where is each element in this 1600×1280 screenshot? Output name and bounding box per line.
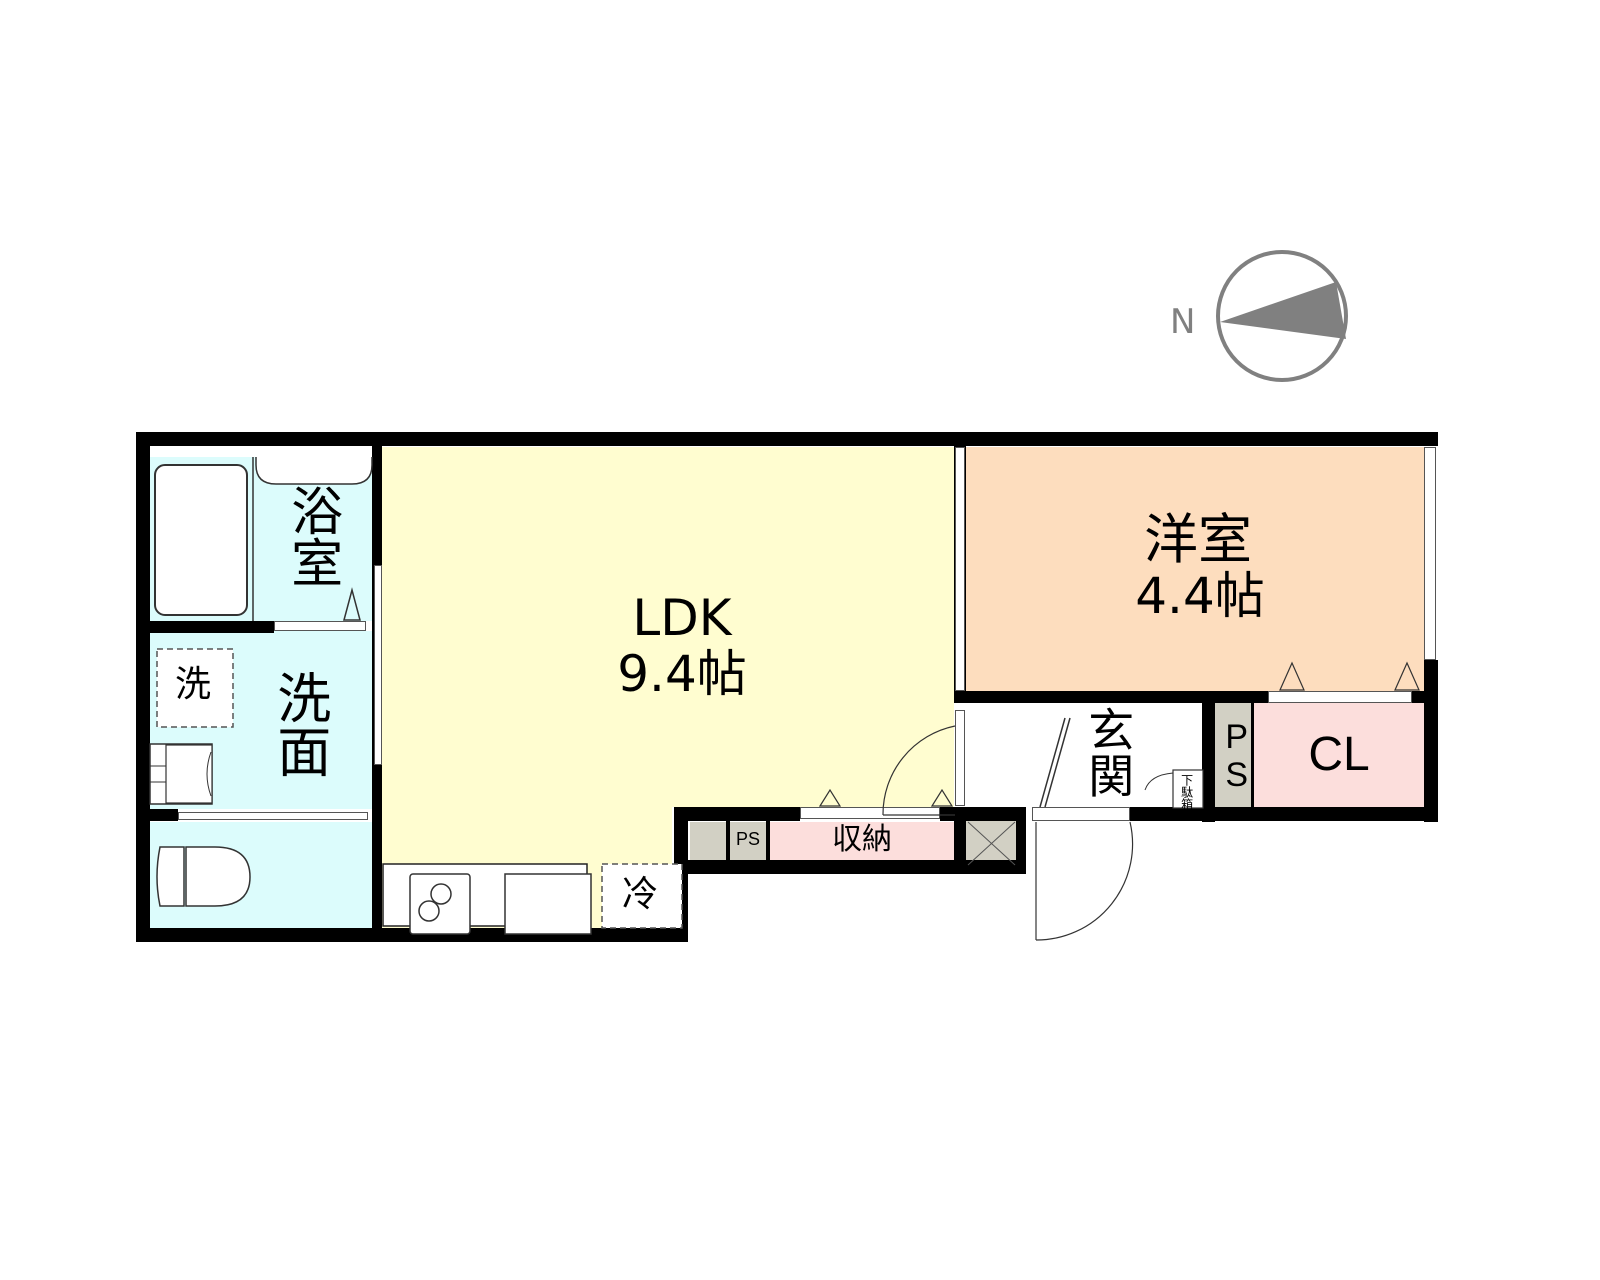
wall-duct-right <box>1016 807 1026 874</box>
closet-label: CL <box>1308 728 1370 781</box>
wall-bath-wash <box>150 621 274 633</box>
ldk-name-label: LDK <box>632 589 732 647</box>
storage-label: 収納 <box>832 822 892 857</box>
western-room-area <box>966 447 1424 691</box>
wall-ps-div2 <box>766 821 770 861</box>
closet-area <box>1254 703 1424 807</box>
wall-storage-right <box>954 807 966 874</box>
wall-top <box>136 432 1438 446</box>
western-window <box>1424 447 1436 660</box>
ps-right-label: PS <box>1217 718 1256 794</box>
storage-door[interactable] <box>800 807 940 819</box>
ldk-size-label: 9.4帖 <box>617 645 747 703</box>
ldk-entrance-door-jamb <box>955 710 965 806</box>
wash-door-sliding[interactable] <box>178 812 368 820</box>
bath-door[interactable] <box>274 621 366 631</box>
wall-ps-cl <box>1251 703 1254 807</box>
entrance-label: 玄関 <box>1081 706 1136 798</box>
wall-entrance-ps <box>1202 703 1215 822</box>
washroom-label: 洗面 <box>267 670 331 778</box>
western-room-name-label: 洋室 <box>1144 508 1252 571</box>
ps-hall-blank <box>690 822 726 860</box>
ps-hall-label: PS <box>735 829 760 849</box>
storage-area <box>770 822 954 860</box>
washer-label: 洗 <box>175 664 212 705</box>
wall-western-bottom <box>954 691 1268 703</box>
wall-storage-bottom <box>688 860 1026 874</box>
entrance-area <box>966 703 1202 807</box>
compass-north-label: N <box>1170 302 1196 342</box>
wall-bottom-right <box>1130 807 1438 821</box>
wall-left <box>136 432 150 942</box>
fridge-label: 冷 <box>622 874 659 915</box>
ps-hall-area <box>730 822 766 860</box>
bathroom-label: 浴室 <box>281 484 342 588</box>
compass-icon <box>1216 250 1348 382</box>
wall-right-lower <box>1424 660 1438 822</box>
wall-ps-div1 <box>726 821 730 861</box>
closet-door[interactable] <box>1268 691 1412 703</box>
ldk-area <box>382 447 954 807</box>
wall-wash-toilet <box>150 809 178 821</box>
wall-storage-top-left <box>674 807 800 821</box>
front-door[interactable] <box>1032 807 1130 821</box>
ps-right-area <box>1215 703 1251 807</box>
ldk-western-sliding-door[interactable] <box>955 447 965 691</box>
shoe-box-label: 下駄箱 <box>1179 774 1194 810</box>
western-room-size-label: 4.4帖 <box>1135 567 1265 625</box>
ldk-wash-door[interactable] <box>374 565 382 765</box>
